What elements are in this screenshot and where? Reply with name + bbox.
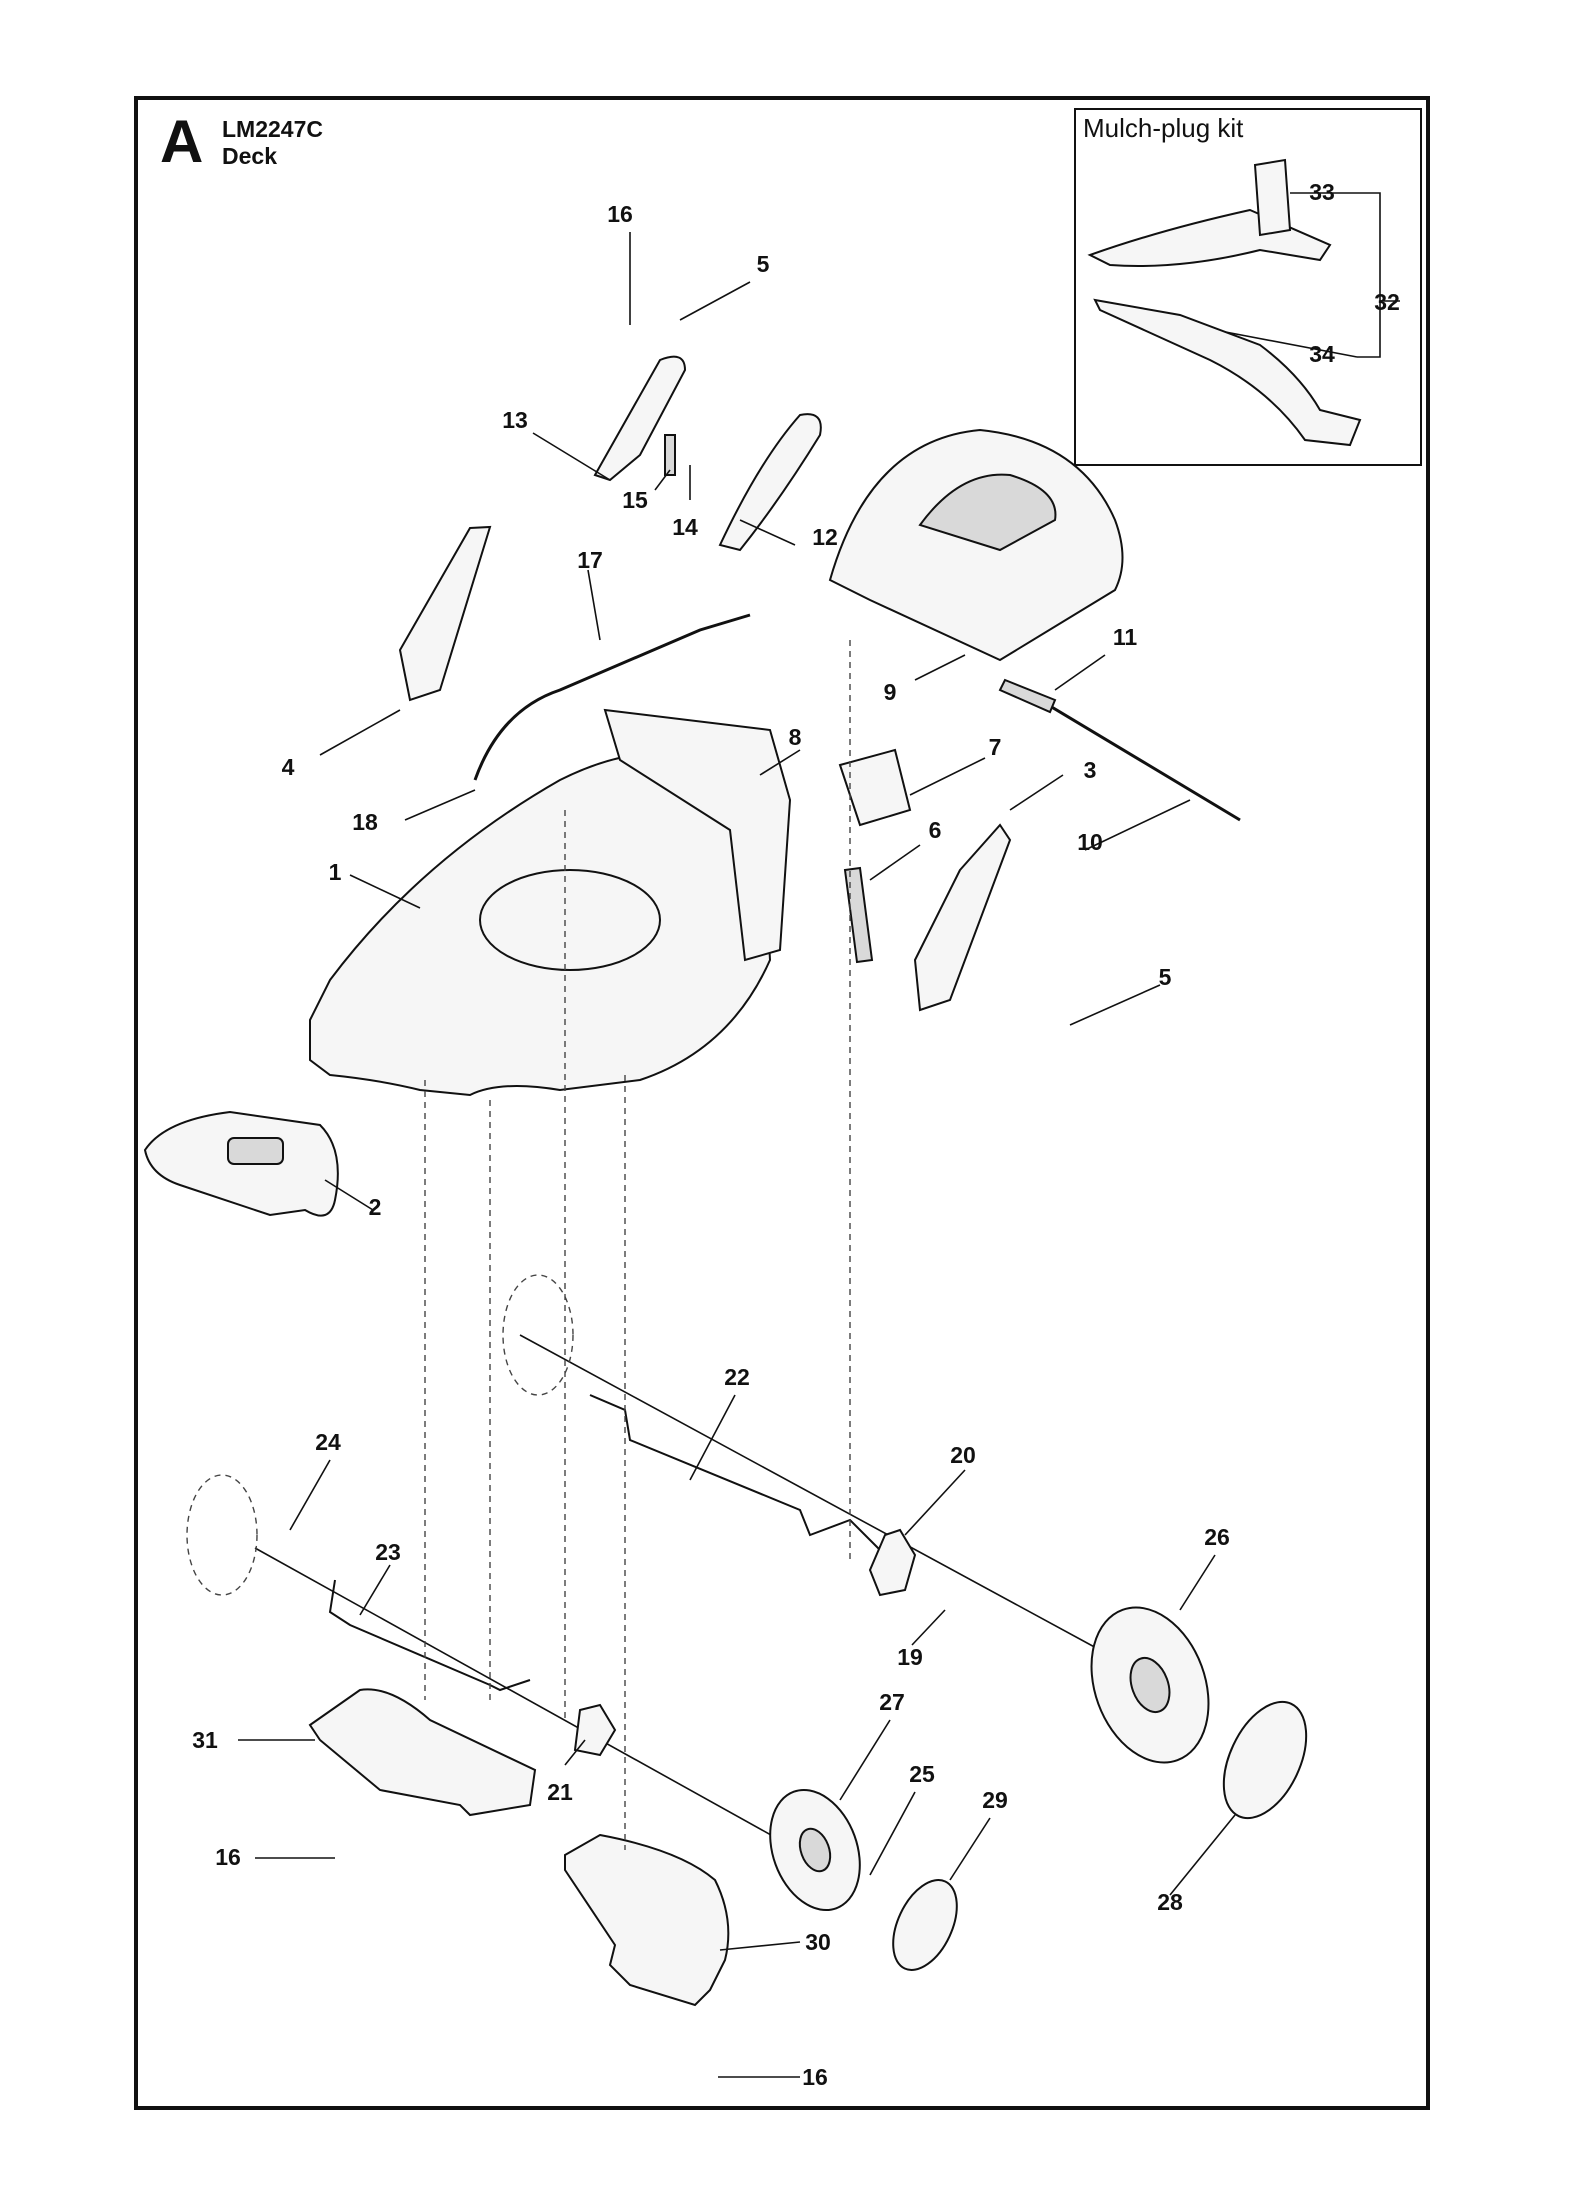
mulch-plug-kit-inset: [1074, 108, 1422, 466]
callout-number: 11: [1113, 624, 1138, 650]
handle-grip: [593, 355, 687, 482]
lever-spring: [664, 434, 676, 476]
callout-number: 2: [369, 1194, 382, 1220]
callout-number: 28: [1157, 1889, 1183, 1915]
callout-number: 4: [282, 754, 295, 780]
callout-number: 13: [502, 407, 528, 433]
rear-wheel: [769, 1788, 861, 1912]
right-handle-bracket: [913, 823, 1012, 1012]
drive-spring: [843, 866, 874, 964]
cable-guide: [838, 748, 912, 827]
rear-axle: [328, 1579, 531, 1692]
rear-wheel-housing: [308, 1688, 537, 1817]
mulch-plug-stem: [1253, 158, 1292, 237]
height-adjust-lever: [473, 613, 751, 781]
front-axle: [589, 1394, 881, 1551]
mulch-blade: [1093, 298, 1362, 447]
callout-number: 14: [672, 514, 698, 540]
collector-lid: [828, 428, 1124, 662]
mulch-plug: [1087, 208, 1332, 267]
callout-number: 32: [1374, 289, 1400, 315]
front-wheel-bracket: [868, 1528, 917, 1597]
rear-hubcap: [892, 1879, 958, 1971]
leader-lines: [238, 192, 1400, 2078]
front-cover-window: [227, 1137, 284, 1165]
left-handle-bracket: [398, 525, 492, 702]
phantom-wheel-front: [502, 1274, 574, 1396]
phantom-wheel-rear: [186, 1474, 258, 1596]
collector-lid-grip: [918, 473, 1057, 552]
callout-number: 19: [897, 1644, 923, 1670]
model-number: LM2247C: [222, 116, 323, 142]
callout-number: 10: [1077, 829, 1103, 855]
callout-number: 34: [1309, 341, 1335, 367]
section-letter: A: [160, 108, 204, 175]
callout-number: 3: [1084, 757, 1097, 783]
callout-number: 26: [1204, 1524, 1230, 1550]
callout-number: 8: [789, 724, 802, 750]
callout-number: 7: [989, 734, 1002, 760]
rear-wheel-axis: [254, 1547, 781, 1841]
front-wheel: [1090, 1606, 1210, 1764]
callout-number: 24: [315, 1429, 341, 1455]
callout-number: 15: [622, 487, 648, 513]
front-hubcap: [1222, 1700, 1308, 1820]
callout-number: 16: [215, 1844, 241, 1870]
callout-number: 18: [352, 809, 378, 835]
callout-number: 6: [929, 817, 942, 843]
callout-number: 20: [950, 1442, 976, 1468]
callout-number: 33: [1309, 179, 1335, 205]
rear-flap: [564, 1833, 730, 2007]
callout-number: 5: [1159, 964, 1172, 990]
callout-number: 25: [909, 1761, 935, 1787]
handle-clamp: [718, 413, 822, 552]
callout-number: 16: [607, 201, 633, 227]
callout-number: 22: [724, 1364, 750, 1390]
callout-number: 5: [757, 251, 770, 277]
callout-number: 29: [982, 1787, 1008, 1813]
rear-spring: [998, 678, 1057, 714]
callout-number: 23: [375, 1539, 401, 1565]
diagram-frame: [134, 96, 1430, 2110]
callout-number: 21: [547, 1779, 573, 1805]
callout-number: 17: [577, 547, 603, 573]
callout-number: 1: [329, 859, 342, 885]
callout-number: 9: [884, 679, 897, 705]
section-title: Deck: [222, 143, 277, 169]
inset-title: Mulch-plug kit: [1083, 113, 1244, 143]
deck-rear-frame: [603, 708, 792, 962]
front-wheel-axis: [519, 1334, 1101, 1651]
callout-number: 27: [879, 1689, 905, 1715]
callout-number: 31: [192, 1727, 218, 1753]
rear-wheel-bracket: [573, 1703, 617, 1757]
callout-number: 16: [802, 2064, 828, 2090]
deck-blade-opening: [479, 869, 661, 971]
callout-number: 30: [805, 1929, 831, 1955]
projection-lines: [424, 640, 851, 1850]
callout-number: 12: [812, 524, 838, 550]
